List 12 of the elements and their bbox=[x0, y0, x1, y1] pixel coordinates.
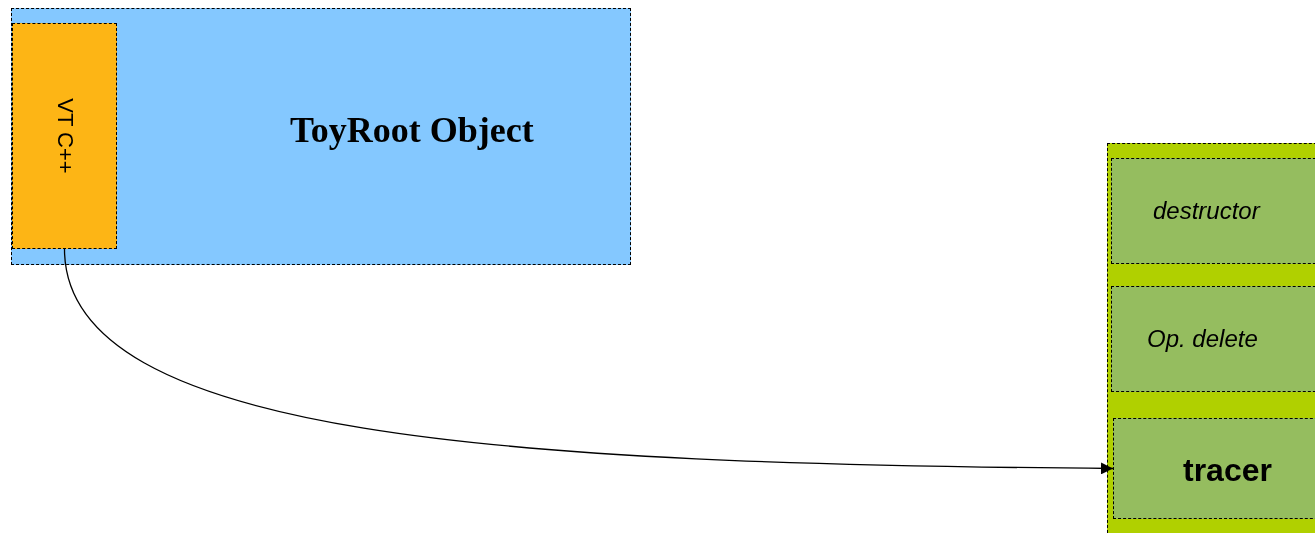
entry-box bbox=[1113, 418, 1315, 519]
vtable-label: VT C++ bbox=[51, 98, 78, 174]
object-box bbox=[11, 8, 631, 265]
entry-box bbox=[1111, 158, 1315, 264]
object-title: ToyRoot Object bbox=[290, 109, 534, 151]
table-box bbox=[1107, 143, 1315, 533]
connector-arrow bbox=[63, 248, 1114, 475]
entry-box bbox=[1111, 286, 1315, 392]
method-label: destructor bbox=[1153, 197, 1260, 225]
vtable-box bbox=[12, 23, 117, 249]
method-label: tracer bbox=[1183, 452, 1272, 489]
method-label: Op. delete bbox=[1147, 325, 1258, 353]
